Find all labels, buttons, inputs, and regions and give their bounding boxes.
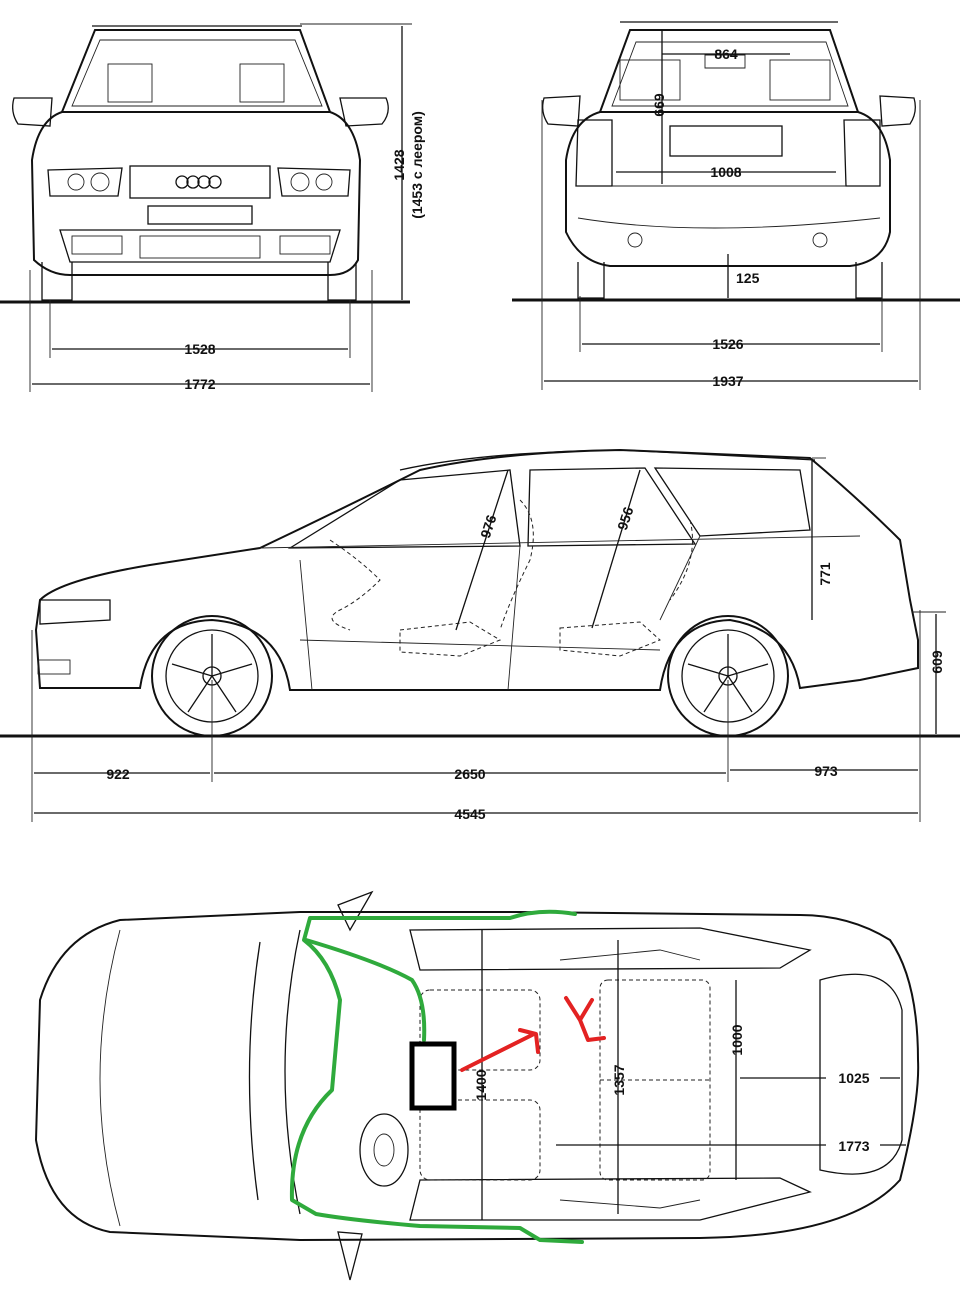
front-license-plate: [147, 205, 253, 225]
cargo-height-label: 771: [817, 562, 833, 586]
rear-track-width-label: 1526: [712, 336, 743, 352]
top-view: 1400 1357 1000 1025 1773: [34, 890, 920, 1281]
front-left-mirror: [12, 97, 53, 127]
front-right-mirror: [339, 97, 389, 127]
front-headroom-label: 976: [477, 513, 500, 540]
rear-side-window: [527, 467, 697, 547]
rear-bumper-width-label: 1008: [710, 164, 741, 180]
top-body-outline: [34, 911, 920, 1242]
front-overall-width-label: 1772: [184, 376, 215, 392]
top-right-roof-rail: [409, 1177, 812, 1221]
black-marker-box: [409, 1041, 457, 1111]
rear-body: [565, 111, 891, 267]
front-track-width-label: 1528: [184, 341, 215, 357]
front-height-label: 1428: [391, 149, 407, 180]
rear-bench: [599, 979, 711, 1181]
load-sill-height-label: 609: [929, 650, 945, 674]
front-windshield-frame: [60, 29, 332, 113]
right-taillight: [843, 119, 881, 187]
rear-window-height-label: 669: [651, 93, 667, 117]
rear-right-mirror: [879, 95, 916, 127]
red-lambda-mark: [564, 996, 606, 1042]
cargo-width-between-arches-label: 1000: [729, 1024, 745, 1055]
steering-wheel: [359, 1113, 409, 1187]
user-annotations: [289, 909, 606, 1244]
side-view: 976 956 771 609 922 2650 973 4545: [0, 448, 960, 822]
front-view: 1528 1772 1428 (1453 с леером): [0, 23, 425, 392]
rear-window-width-label: 864: [714, 46, 738, 62]
top-right-mirror: [337, 1231, 363, 1281]
rear-overhang-label: 973: [814, 763, 838, 779]
side-body: [34, 448, 919, 691]
front-body: [30, 111, 362, 276]
front-left-seat: [419, 989, 541, 1071]
front-grille: [129, 165, 271, 199]
front-height-rails-label: (1453 с леером): [409, 111, 425, 219]
cargo-width-label: 1025: [838, 1070, 869, 1086]
left-taillight: [575, 119, 613, 187]
rear-headroom-label: 956: [614, 505, 637, 532]
rear-left-mirror: [542, 95, 581, 127]
front-right-seat: [419, 1099, 541, 1181]
audi-rings-logo: [175, 175, 222, 189]
top-left-mirror: [337, 890, 374, 932]
wheelbase-label: 2650: [454, 766, 485, 782]
front-left-tire: [41, 262, 73, 301]
front-right-tire: [327, 262, 357, 301]
cargo-length-label: 1773: [838, 1138, 869, 1154]
green-outline-main: [289, 909, 584, 1244]
quarter-window: [653, 467, 811, 537]
overall-length-label: 4545: [454, 806, 485, 822]
front-overhang-label: 922: [106, 766, 130, 782]
green-outline-inner: [304, 938, 427, 1042]
left-headlight: [47, 167, 123, 197]
red-arrow: [460, 1028, 540, 1072]
rear-license-plate: [669, 125, 783, 157]
interior-width-front-label: 1400: [473, 1069, 489, 1100]
rear-clearance-label: 125: [736, 270, 760, 286]
interior-width-rear-label: 1357: [611, 1064, 627, 1095]
top-left-roof-rail: [409, 927, 812, 971]
top-rear-window: [819, 973, 903, 1175]
rear-mirror-width-label: 1937: [712, 373, 743, 389]
right-headlight: [277, 167, 351, 197]
rear-view: 864 669 1008 125 1526 1937: [512, 21, 960, 390]
front-side-window: [287, 469, 521, 549]
